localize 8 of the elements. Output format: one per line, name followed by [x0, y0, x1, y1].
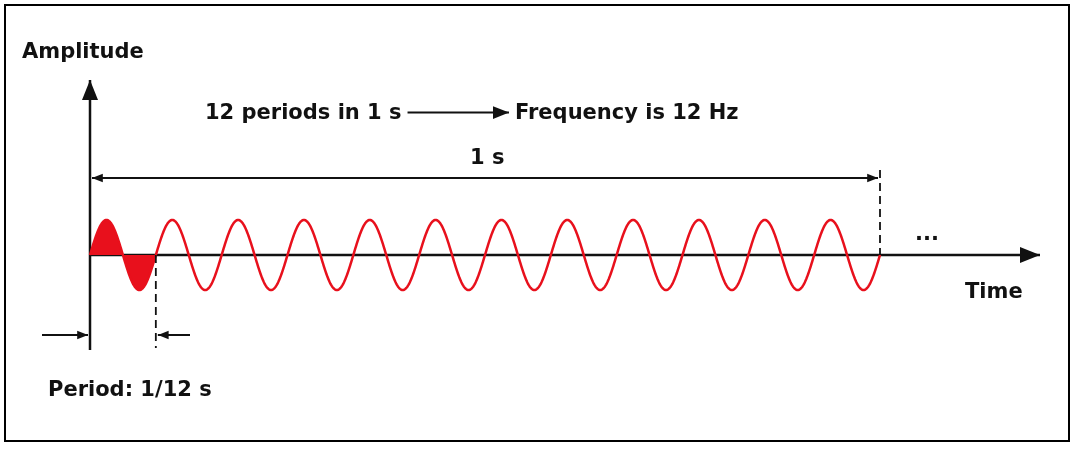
dimension-label: 1 s — [470, 146, 505, 170]
axis-label: Amplitude — [22, 40, 144, 64]
dimension-label: Period: 1/12 s — [48, 378, 212, 402]
text-label: 12 periods in 1 s — [205, 101, 402, 125]
text-label: Frequency is 12 Hz — [515, 101, 739, 125]
ellipsis: ... — [915, 222, 939, 246]
axis-label: Time — [965, 280, 1023, 304]
arrow — [406, 106, 510, 119]
